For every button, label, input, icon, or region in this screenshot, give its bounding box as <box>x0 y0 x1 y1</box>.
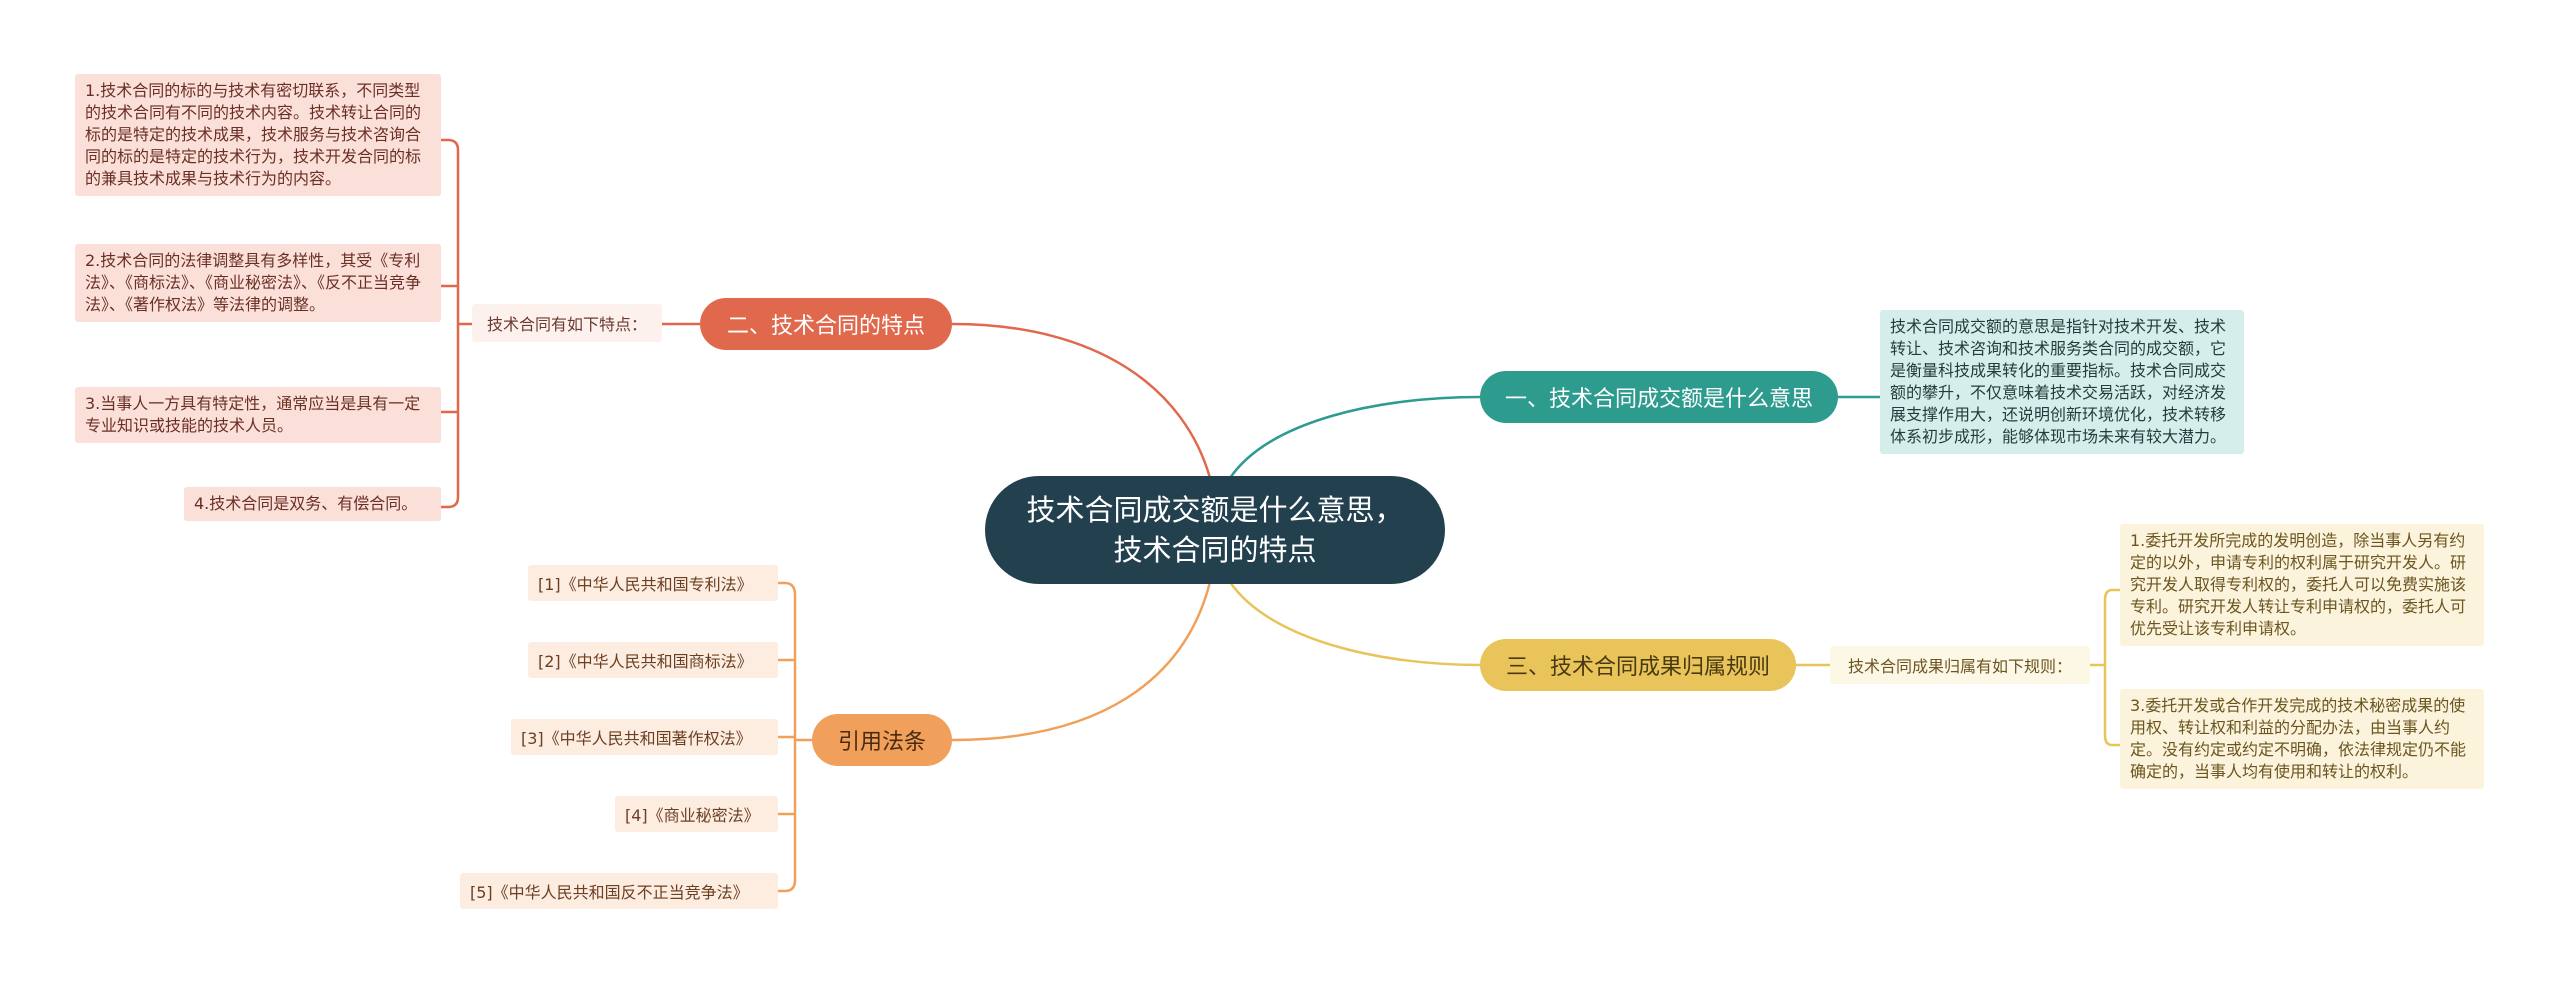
ownership-item-3[interactable]: 3.委托开发或合作开发完成的技术秘密成果的使用权、转让权和利益的分配办法，由当事… <box>2120 689 2484 789</box>
ownership-item-1[interactable]: 1.委托开发所完成的发明创造，除当事人另有约定的以外，申请专利的权利属于研究开发… <box>2120 524 2484 646</box>
link-refs-bracket <box>778 581 812 893</box>
link-root-features <box>951 322 1212 479</box>
link-features-bracket <box>441 138 472 509</box>
features-intro[interactable]: 技术合同有如下特点： <box>472 304 662 342</box>
feature-item-2[interactable]: 2.技术合同的法律调整具有多样性，其受《专利法》、《商标法》、《商业秘密法》、《… <box>75 244 441 322</box>
ref-item-2[interactable]: [2]《中华人民共和国商标法》 <box>528 642 778 678</box>
feature-item-4[interactable]: 4.技术合同是双务、有偿合同。 <box>184 487 441 521</box>
link-root-meaning <box>1228 395 1481 479</box>
branch-ownership[interactable]: 三、技术合同成果归属规则 <box>1480 639 1796 691</box>
root-topic[interactable]: 技术合同成交额是什么意思，技术合同的特点 <box>985 476 1445 584</box>
branch-features[interactable]: 二、技术合同的特点 <box>700 298 952 350</box>
link-root-ownership <box>1228 581 1481 667</box>
feature-item-3[interactable]: 3.当事人一方具有特定性，通常应当是具有一定专业知识或技能的技术人员。 <box>75 387 441 443</box>
feature-item-1[interactable]: 1.技术合同的标的与技术有密切联系，不同类型的技术合同有不同的技术内容。技术转让… <box>75 74 441 196</box>
ref-item-4[interactable]: [4]《商业秘密法》 <box>615 796 778 832</box>
link-ownership-bracket <box>2090 588 2120 747</box>
link-root-refs <box>951 581 1212 742</box>
ownership-intro[interactable]: 技术合同成果归属有如下规则： <box>1830 646 2090 684</box>
branch-meaning[interactable]: 一、技术合同成交额是什么意思 <box>1480 371 1838 423</box>
meaning-detail[interactable]: 技术合同成交额的意思是指针对技术开发、技术转让、技术咨询和技术服务类合同的成交额… <box>1880 310 2244 454</box>
branch-refs[interactable]: 引用法条 <box>812 714 952 766</box>
ref-item-5[interactable]: [5]《中华人民共和国反不正当竞争法》 <box>460 873 778 909</box>
ref-item-1[interactable]: [1]《中华人民共和国专利法》 <box>528 565 778 601</box>
ref-item-3[interactable]: [3]《中华人民共和国著作权法》 <box>511 719 778 755</box>
